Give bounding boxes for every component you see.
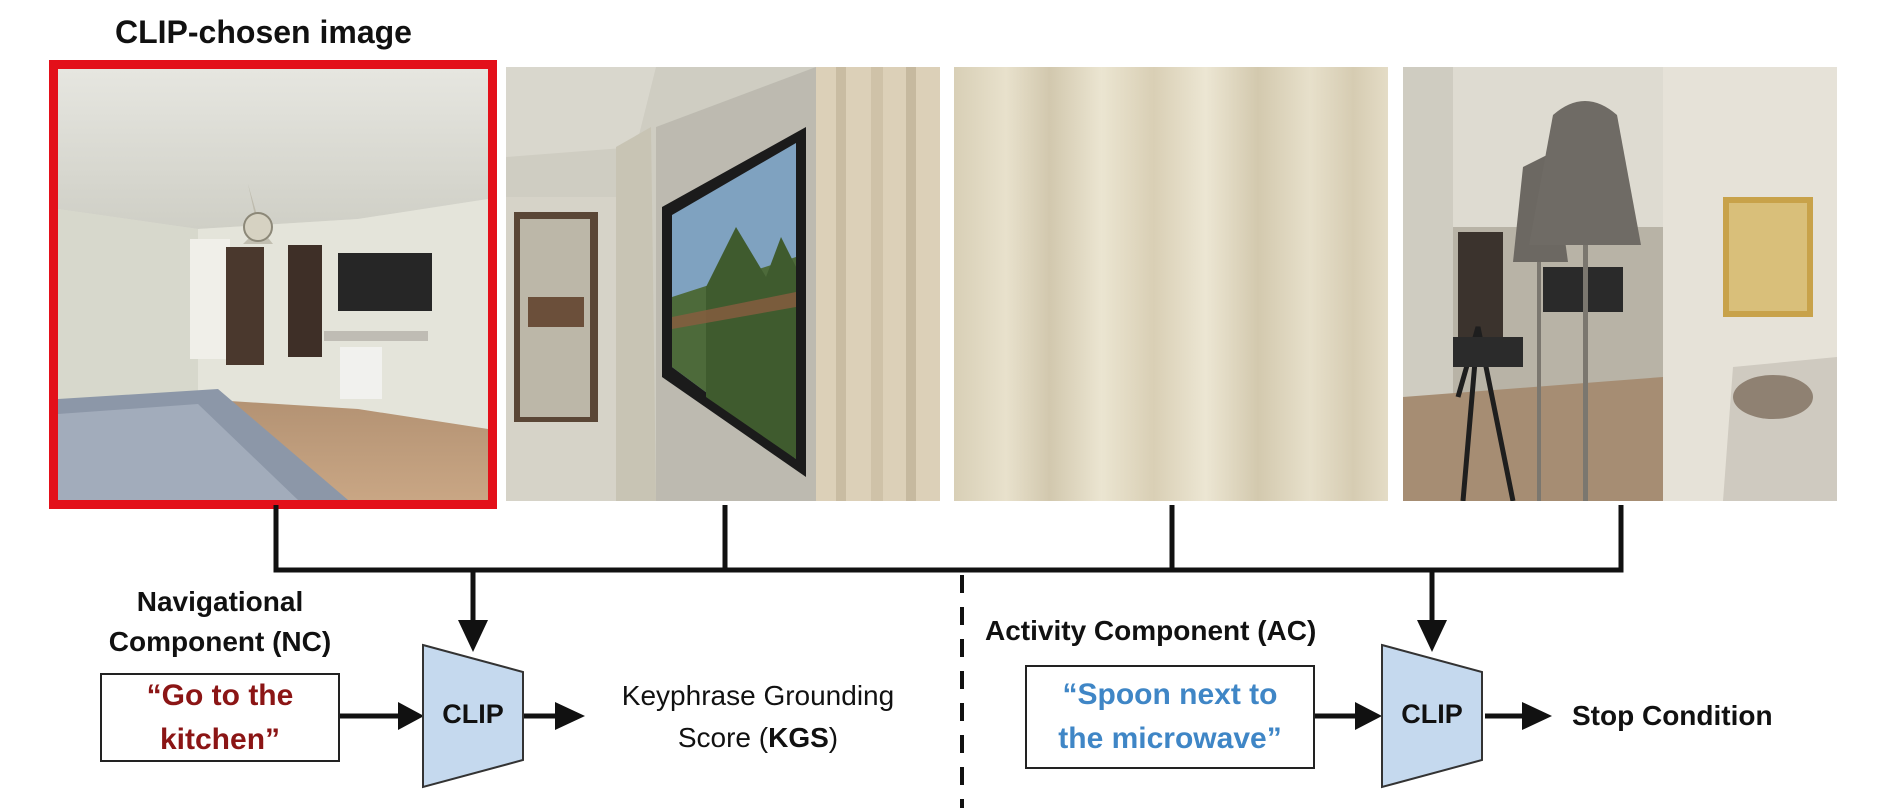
lamp-image	[1403, 67, 1837, 501]
ac-clip-label: CLIP	[1401, 699, 1463, 729]
kgs-prefix: Score (	[677, 722, 769, 753]
kgs-bold: KGS	[768, 722, 829, 753]
arrowhead-nc-quote	[398, 702, 424, 730]
ac-clip-trapezoid	[1381, 643, 1483, 789]
nc-clip-trapezoid	[422, 643, 524, 789]
nc-clip-label: CLIP	[442, 699, 504, 729]
curtain-image	[954, 67, 1388, 501]
ac-quote-line2: the microwave”	[1058, 722, 1282, 755]
kgs-line1: Keyphrase Grounding	[621, 680, 895, 711]
arrowhead-nc-score	[555, 702, 585, 730]
arrowhead-ac-quote	[1355, 702, 1382, 730]
lamp-image-frame	[1403, 67, 1837, 501]
kgs-suffix: )	[828, 722, 839, 753]
kgs-label: Keyphrase Grounding Score (KGS)	[588, 675, 928, 759]
nc-quote-box: “Go to the kitchen”	[100, 673, 340, 762]
ac-quote-box: “Spoon next to the microwave”	[1025, 665, 1315, 769]
stop-condition-label: Stop Condition	[1572, 700, 1773, 731]
clip-chosen-title: CLIP-chosen image	[115, 14, 412, 50]
curtain-image-frame	[954, 67, 1388, 501]
line-image-1	[273, 505, 1404, 573]
nc-quote-line2: kitchen”	[159, 722, 281, 756]
window-image-frame	[506, 67, 940, 501]
arrowhead-ac-stop	[1522, 702, 1552, 730]
nc-label-line2: Component (NC)	[108, 626, 332, 657]
nc-label-line1: Navigational	[136, 586, 304, 617]
chosen-image-frame	[49, 60, 497, 509]
nc-label: Navigational Component (NC)	[90, 582, 350, 662]
ac-quote-line1: “Spoon next to	[1062, 678, 1278, 711]
nc-quote-line1: “Go to the	[146, 678, 294, 712]
arrowhead-ac-clip	[1417, 620, 1447, 652]
line-image-4	[470, 505, 1624, 573]
ac-label: Activity Component (AC)	[985, 615, 1317, 646]
arrowhead-nc-clip	[458, 620, 488, 652]
window-image	[506, 67, 940, 501]
bedroom-image	[58, 69, 488, 500]
kgs-line2: Score (KGS)	[588, 717, 928, 759]
